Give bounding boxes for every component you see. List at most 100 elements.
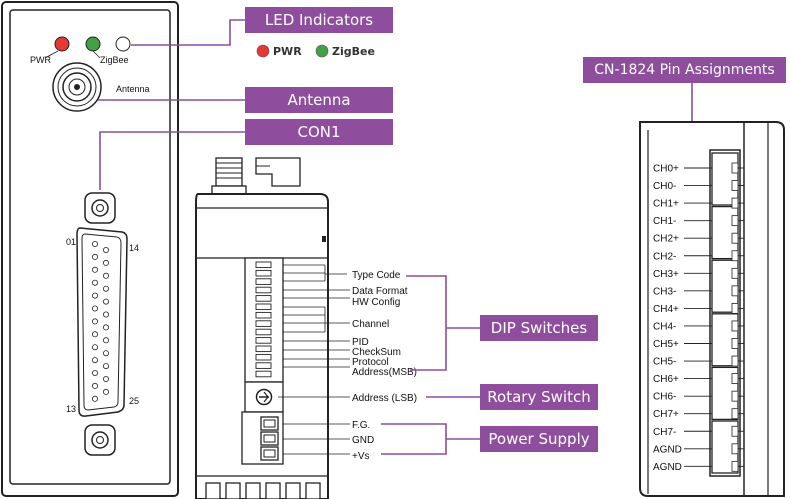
pin-label: CH3-	[653, 286, 676, 297]
front-zigbee-label: ZigBee	[100, 55, 129, 65]
dip-switch-slot[interactable]	[255, 362, 272, 369]
dip-switch-slot[interactable]	[255, 261, 272, 269]
label-channel: Channel	[352, 319, 389, 330]
db25-pin	[92, 253, 99, 260]
pin-screw-icon	[731, 267, 739, 279]
spare-led-icon	[115, 36, 131, 52]
dip-switch-slot[interactable]	[255, 278, 272, 285]
pin-screw-icon	[731, 285, 739, 297]
pin-screw-icon	[731, 425, 739, 437]
pin-label: CH3+	[653, 269, 679, 280]
pin-screw-icon	[731, 197, 739, 209]
db25-pin	[92, 369, 99, 376]
pin-label: CH6+	[653, 374, 679, 385]
db25-pin	[92, 331, 99, 338]
pin-screw-icon	[731, 338, 739, 349]
db25-pin	[92, 279, 99, 286]
db25-connector-icon	[76, 192, 128, 456]
pin-screw-icon	[731, 232, 739, 244]
dip-switch-slot[interactable]	[255, 269, 272, 277]
pin-screw-icon	[731, 320, 739, 332]
zigbee-led-icon	[85, 36, 101, 52]
callout-dip-switches: DIP Switches	[480, 315, 598, 341]
dip-switch-slot[interactable]	[255, 295, 272, 302]
terminal-block	[711, 205, 739, 260]
front-antenna-label: Antenna	[116, 84, 150, 94]
rotary-switch-icon[interactable]	[255, 388, 273, 406]
db25-pin	[92, 305, 99, 312]
label-gnd: GND	[352, 435, 374, 446]
db25-pin	[92, 266, 99, 273]
label-fg: F.G.	[352, 420, 370, 431]
callout-antenna: Antenna	[245, 87, 393, 113]
side-labels: Type Code Data Format HW Config Channel …	[352, 270, 417, 462]
led-legend: PWR ZigBee	[256, 44, 375, 58]
db25-pin	[103, 388, 110, 395]
dip-switch-slot[interactable]	[255, 345, 272, 353]
dip-switch-slot[interactable]	[255, 303, 272, 311]
pin-screw-icon	[731, 302, 739, 314]
db25-pin	[92, 344, 99, 351]
pin-screw-icon	[731, 180, 739, 191]
pin-label: CH6-	[653, 392, 676, 403]
callout-led-indicators: LED Indicators	[245, 7, 393, 33]
pin-screw-icon	[731, 162, 739, 174]
pin-label: AGND	[653, 462, 682, 473]
legend-zigbee-label: ZigBee	[332, 45, 375, 58]
pin-label: CH1-	[653, 216, 676, 227]
pin-label: CH5-	[653, 357, 676, 368]
callout-con1: CON1	[245, 119, 393, 145]
pin-screw-icon	[731, 443, 739, 455]
label-vs: +Vs	[352, 451, 370, 462]
label-type-code: Type Code	[352, 270, 401, 281]
pin-label: CH1+	[653, 199, 679, 210]
callout-lines	[98, 19, 693, 455]
side-module	[195, 157, 329, 499]
db25-pin	[103, 324, 110, 331]
label-data-format: Data Format	[352, 286, 408, 297]
db25-pin	[103, 272, 110, 279]
label-checksum: CheckSum	[352, 347, 401, 358]
db25-pin	[92, 318, 99, 325]
callout-power-supply: Power Supply	[480, 426, 598, 452]
db25-pin	[103, 311, 110, 318]
db25-pin	[92, 395, 99, 402]
dip-switch-slot[interactable]	[255, 320, 272, 327]
pin-screw-icon	[731, 390, 739, 402]
pin-rows: CH0+CH0-CH1+CH1-CH2+CH2-CH3+CH3-CH4+CH4-…	[653, 162, 744, 473]
front-pwr-label: PWR	[30, 55, 51, 65]
db25-pin	[92, 240, 99, 247]
dip-switch-slot[interactable]	[255, 337, 272, 344]
dip-switch-slot[interactable]	[255, 328, 272, 336]
db25-pin	[103, 285, 110, 292]
dip-switch-slot[interactable]	[255, 353, 272, 361]
db25-pin	[103, 337, 110, 344]
dip-switch-slots	[255, 261, 272, 378]
pin-screw-icon	[731, 250, 739, 262]
label-address-msb: Address(MSB)	[352, 367, 417, 378]
db25-pin	[92, 357, 99, 364]
label-pid: PID	[352, 337, 369, 348]
dip-switch-slot[interactable]	[255, 370, 272, 378]
callout-pin-assignments: CN-1824 Pin Assignments	[583, 57, 786, 83]
db25-pins	[92, 240, 110, 402]
db25-pin-25-label: 25	[129, 396, 139, 406]
db25-pin	[103, 246, 110, 253]
side-leader-lines	[278, 264, 350, 455]
db25-pin	[103, 298, 110, 305]
pin-screw-icon	[731, 215, 739, 227]
db25-pin	[103, 363, 110, 370]
pin-label: CH7-	[653, 427, 676, 438]
legend-pwr-label: PWR	[273, 45, 302, 58]
pin-label: CH5+	[653, 339, 679, 350]
db25-pin-13-label: 13	[66, 404, 76, 414]
pin-label: CH0+	[653, 164, 679, 175]
pin-label: CH4+	[653, 304, 679, 315]
label-address-lsb: Address (LSB)	[352, 393, 417, 404]
pin-screw-icon	[731, 355, 739, 367]
dip-switch-slot[interactable]	[255, 311, 272, 319]
dip-switch-slot[interactable]	[255, 286, 272, 294]
label-protocol: Protocol	[352, 357, 389, 368]
pin-screw-icon	[731, 460, 739, 472]
